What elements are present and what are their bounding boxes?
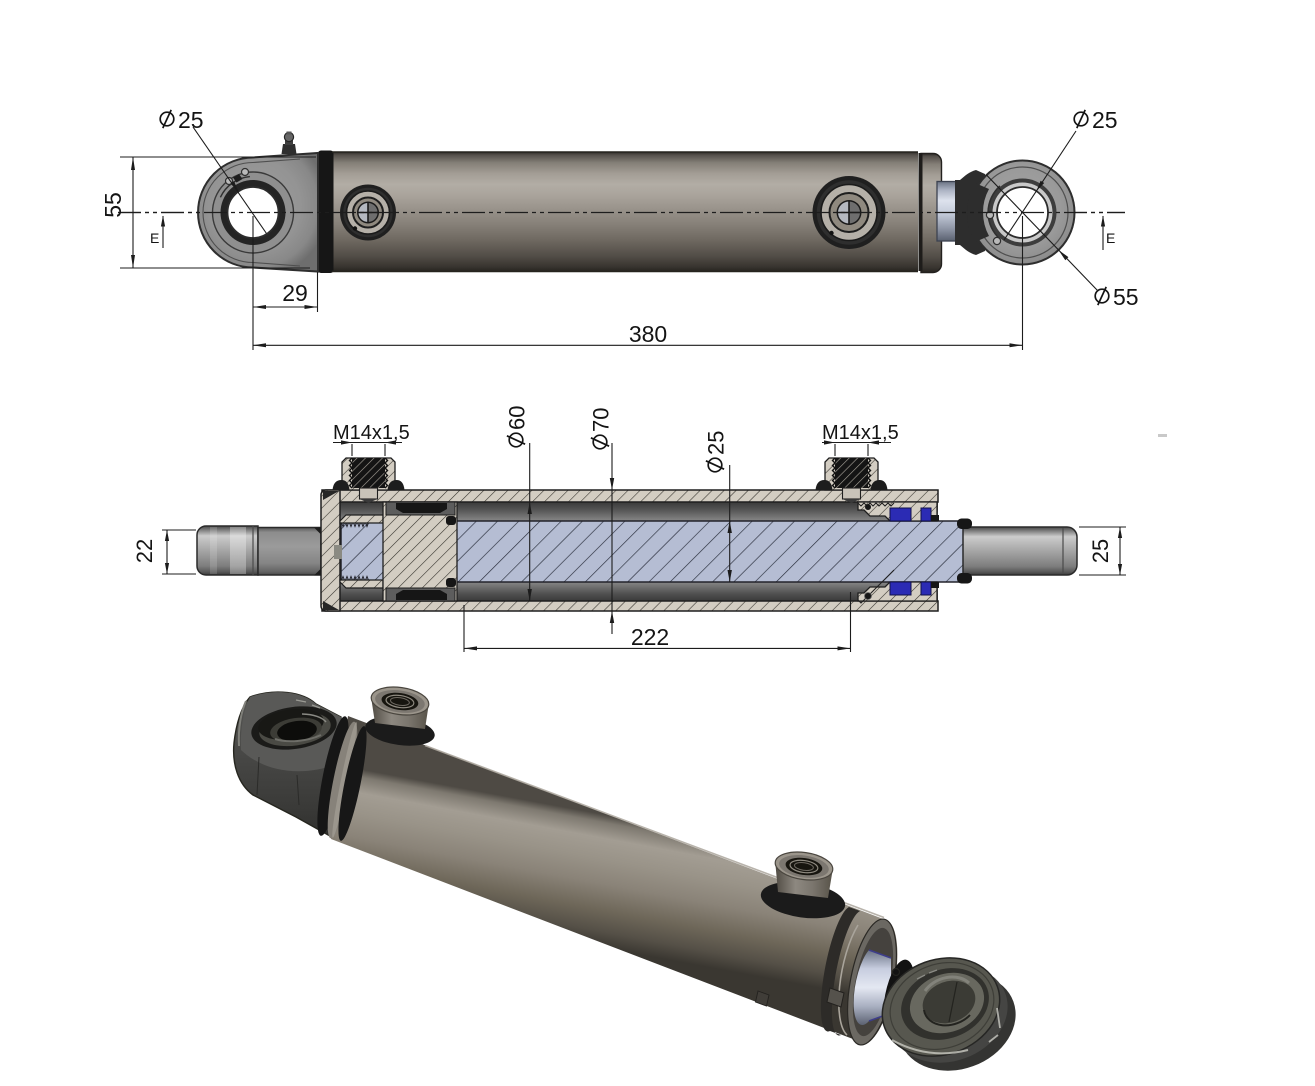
svg-text:380: 380 <box>629 321 667 347</box>
svg-text:25: 25 <box>178 107 204 133</box>
svg-text:60: 60 <box>505 406 530 430</box>
svg-text:E: E <box>1106 230 1115 246</box>
svg-text:22: 22 <box>132 539 157 563</box>
svg-text:25: 25 <box>1092 107 1118 133</box>
svg-text:M14x1,5: M14x1,5 <box>333 422 410 444</box>
svg-text:70: 70 <box>589 408 614 432</box>
svg-text:25: 25 <box>704 431 729 455</box>
svg-text:M14x1,5: M14x1,5 <box>822 422 899 444</box>
svg-text:25: 25 <box>1088 539 1113 563</box>
svg-text:222: 222 <box>631 624 669 650</box>
svg-text:55: 55 <box>1113 284 1139 310</box>
svg-text:29: 29 <box>282 280 308 306</box>
svg-text:55: 55 <box>100 192 126 218</box>
svg-text:E: E <box>150 230 159 246</box>
